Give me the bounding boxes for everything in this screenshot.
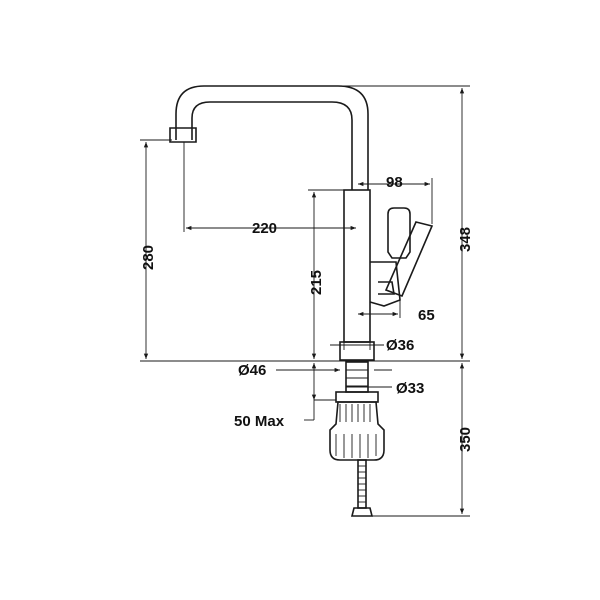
spout-nozzle <box>169 127 197 143</box>
label-350: 350 <box>457 427 474 452</box>
mounting-washer <box>335 391 379 403</box>
label-215: 215 <box>308 270 325 295</box>
lever-handle <box>387 207 411 259</box>
lever-notch <box>378 281 395 295</box>
faucet-body <box>343 189 371 343</box>
label-50max: 50 Max <box>234 413 285 430</box>
dimension-lines <box>140 85 470 517</box>
lever-arm <box>384 221 434 298</box>
spout-outer <box>175 85 369 190</box>
shank <box>345 361 369 393</box>
label-220: 220 <box>252 220 277 237</box>
mounting-nut <box>329 401 385 461</box>
label-98: 98 <box>386 174 403 191</box>
label-o46: Ø46 <box>238 362 266 379</box>
label-o36: Ø36 <box>386 337 414 354</box>
dimension-labels: 98 220 280 215 348 65 Ø36 Ø46 Ø33 50 Max… <box>140 174 474 452</box>
faucet-outline <box>169 85 434 517</box>
faucet-base <box>339 341 375 361</box>
label-o33: Ø33 <box>396 380 424 397</box>
label-280: 280 <box>140 245 157 270</box>
hose-end <box>350 507 374 517</box>
label-348: 348 <box>457 227 474 252</box>
label-65: 65 <box>418 307 435 324</box>
spout-inner <box>191 101 353 190</box>
